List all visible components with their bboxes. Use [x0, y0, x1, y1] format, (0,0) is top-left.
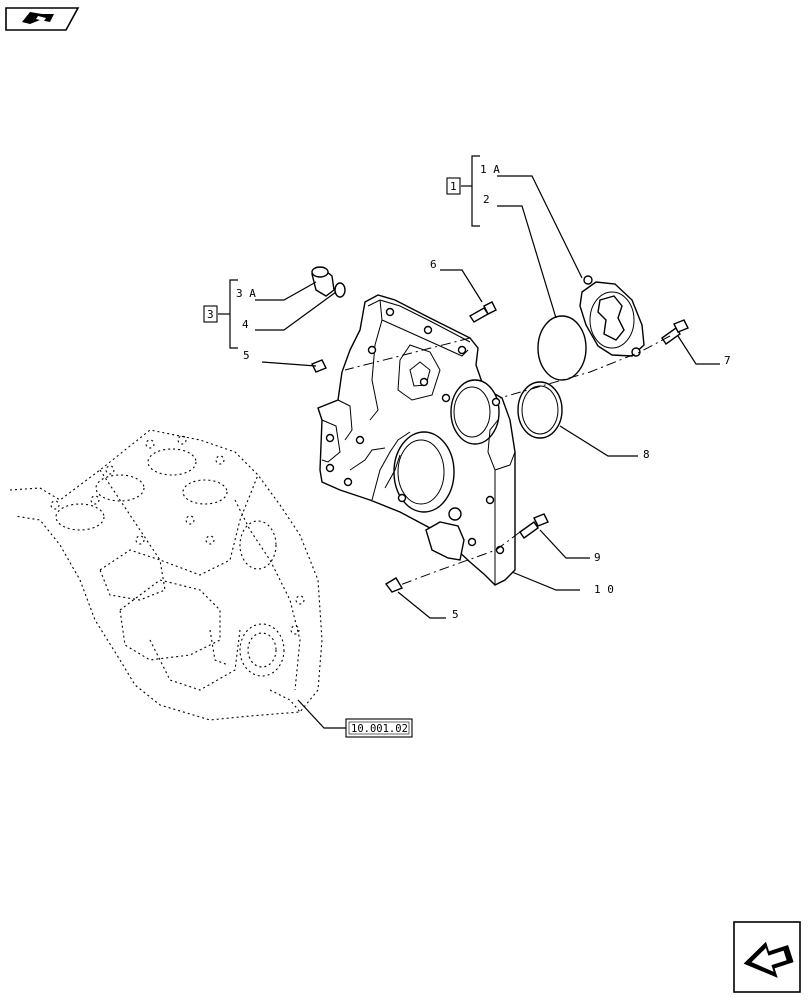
reference-label[interactable]: 10.001.02 [351, 723, 408, 735]
label-6: 6 [430, 258, 437, 271]
label-kit-3: 3 [207, 308, 214, 321]
engine-block-outline [9, 429, 323, 721]
kit-3-box[interactable] [203, 305, 218, 323]
front-seal-cover [579, 275, 645, 357]
label-5-bottom: 5 [452, 608, 459, 621]
label-7: 7 [724, 354, 731, 367]
bolt-7 [661, 319, 689, 345]
label-9: 9 [594, 551, 601, 564]
bolt-9 [519, 513, 549, 539]
kit-1-box[interactable] [446, 177, 461, 195]
label-8: 8 [643, 448, 650, 461]
label-kit-1: 1 [450, 180, 457, 193]
label-3A: 3 A [236, 287, 256, 300]
bolt-6 [469, 301, 497, 323]
label-5-top: 5 [243, 349, 250, 362]
dowel-pin-bottom [384, 577, 404, 593]
dowel-pin-top [311, 359, 327, 373]
label-1A: 1 A [480, 163, 500, 176]
label-2: 2 [483, 193, 490, 206]
label-4: 4 [242, 318, 249, 331]
timing-cover [317, 294, 516, 586]
gasket-disc [537, 315, 587, 381]
plug-with-washer [311, 266, 346, 298]
reference-box[interactable] [345, 718, 413, 738]
next-page-arrow-icon[interactable] [733, 921, 801, 993]
label-10: 1 0 [594, 583, 614, 596]
open-book-icon[interactable] [5, 7, 80, 31]
o-ring [517, 381, 563, 439]
